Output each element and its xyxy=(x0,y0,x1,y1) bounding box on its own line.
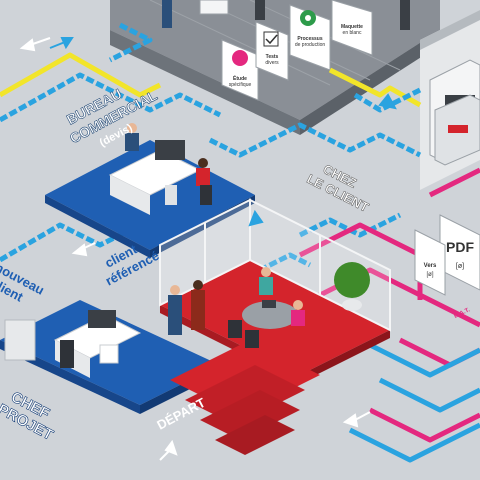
document-pdf: PDF [ø] xyxy=(439,214,480,291)
svg-text:[ø]: [ø] xyxy=(456,263,464,270)
plant xyxy=(334,262,370,298)
sign-etude-specifique: Étude spécifique xyxy=(221,39,259,101)
sign-processus-production: Processus de production xyxy=(289,4,331,71)
svg-text:Étude: Étude xyxy=(233,74,247,82)
cyan-paths xyxy=(0,22,422,283)
svg-text:Processus: Processus xyxy=(297,36,323,42)
svg-text:Vers: Vers xyxy=(424,263,437,269)
chef-projet-zone xyxy=(0,300,220,414)
checklist-icon xyxy=(263,31,279,47)
direction-arrows xyxy=(19,37,397,461)
brain-icon xyxy=(232,50,248,66)
svg-text:de production: de production xyxy=(295,42,326,48)
svg-text:spécifique: spécifique xyxy=(229,82,252,88)
document-vers: Vers [ø] xyxy=(414,229,446,296)
svg-text:Maquette: Maquette xyxy=(341,24,363,30)
workshop-people xyxy=(162,0,410,30)
svg-text:Tests: Tests xyxy=(266,54,279,60)
svg-text:PDF: PDF xyxy=(446,239,474,255)
client-zone xyxy=(159,198,391,455)
monitor xyxy=(88,310,116,328)
printer-machines xyxy=(429,59,480,166)
sign-maquette-blanc: Maquette en blanc xyxy=(331,0,373,56)
sign-tests-divers: Tests divers xyxy=(255,21,289,81)
svg-text:[ø]: [ø] xyxy=(427,272,434,278)
cyan-paths-lower xyxy=(348,342,480,463)
monitor xyxy=(155,140,185,160)
svg-text:divers: divers xyxy=(265,60,279,66)
svg-text:en blanc: en blanc xyxy=(343,30,362,36)
